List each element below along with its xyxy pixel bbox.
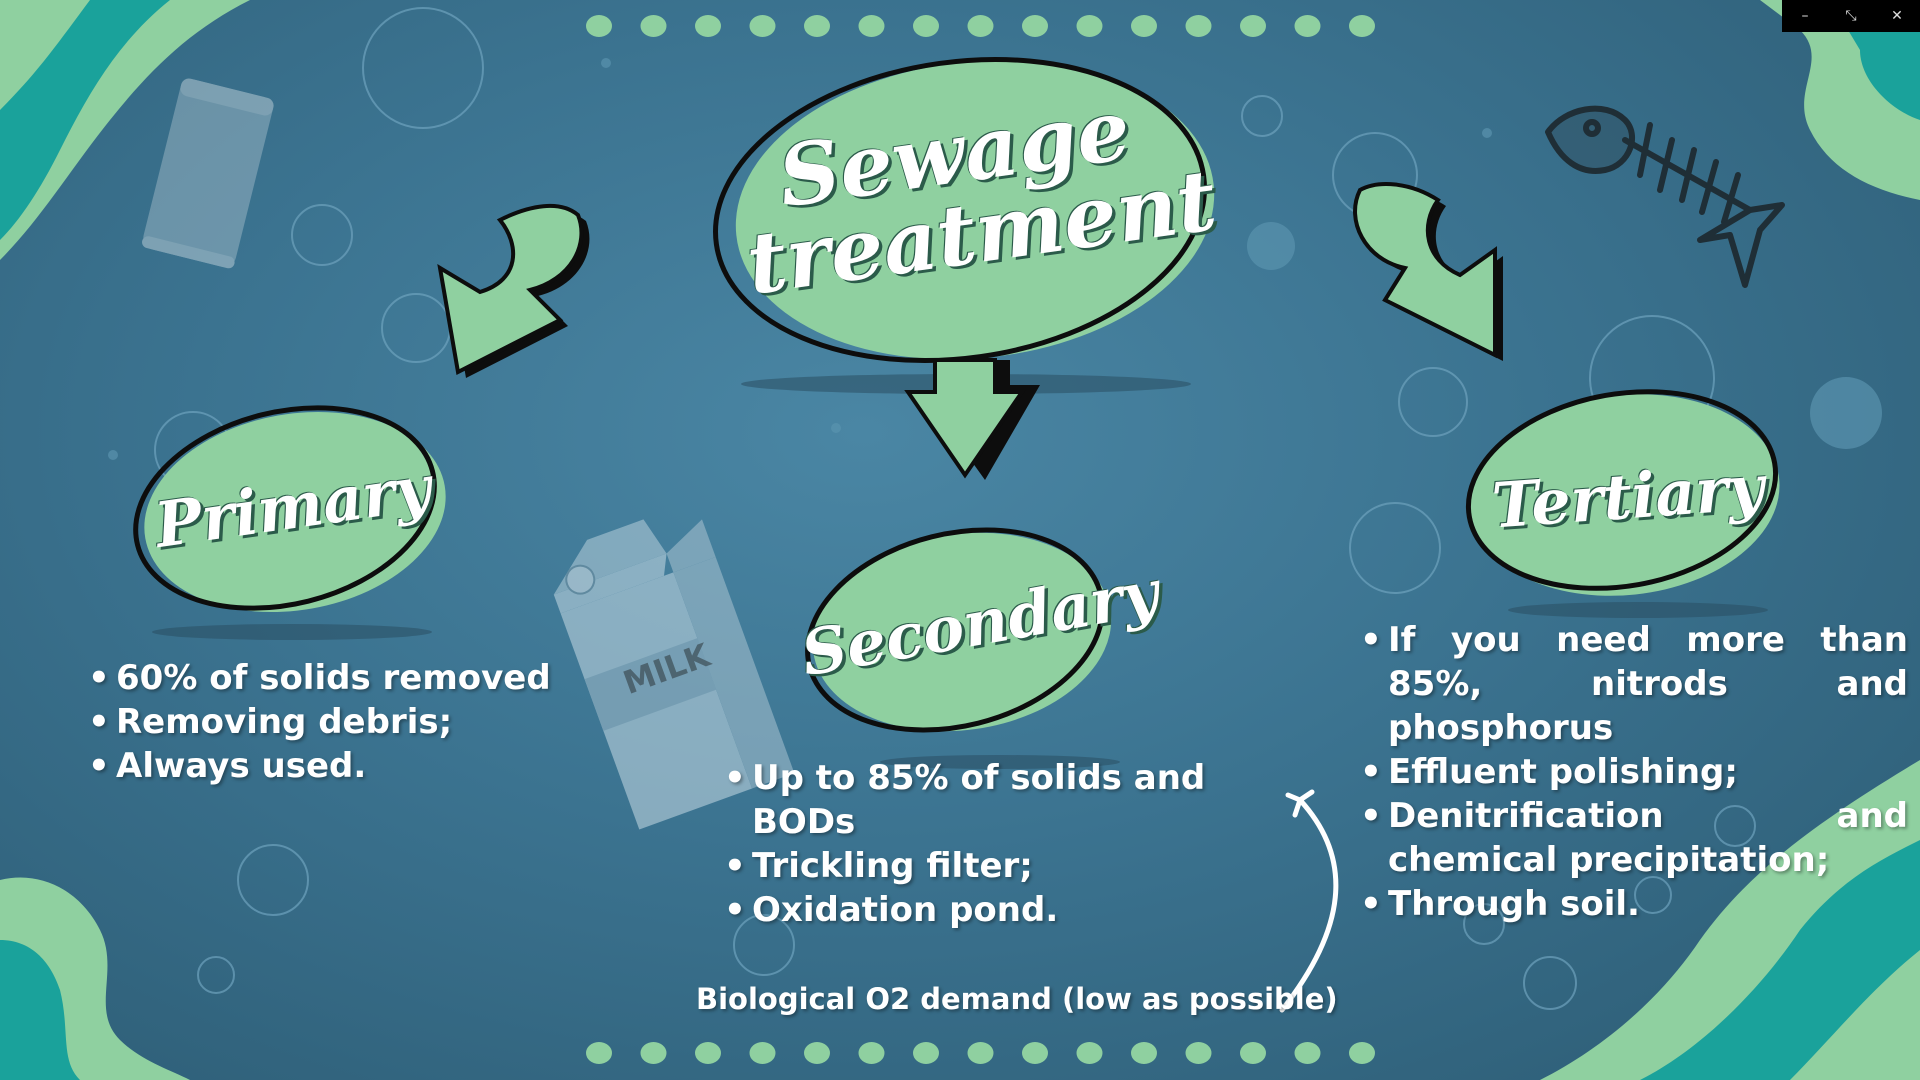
list-item: Up to 85% of solids and BODs	[724, 756, 1312, 844]
list-item: Trickling filter;	[724, 844, 1312, 888]
decor-dot	[695, 1042, 721, 1064]
decor-dot	[967, 15, 994, 37]
bod-note: Biological O2 demand (low as possible)	[696, 982, 1338, 1016]
list-item: Always used.	[88, 744, 586, 788]
minimize-button[interactable]: –	[1801, 8, 1809, 24]
decor-dot	[695, 15, 721, 37]
decor-dot	[858, 1042, 885, 1064]
decor-dot	[1185, 1042, 1212, 1064]
decor-dot	[1240, 1042, 1266, 1064]
decor-dot	[749, 1042, 776, 1064]
primary-bullets: 60% of solids removed Removing debris; A…	[88, 656, 586, 788]
decor-dot	[804, 1042, 830, 1064]
decor-dot	[913, 1042, 939, 1064]
arrow-left-icon	[437, 203, 590, 378]
list-item: If you need more than 85%, nitrods and p…	[1360, 618, 1908, 750]
tertiary-bullets: If you need more than 85%, nitrods and p…	[1360, 618, 1908, 926]
decor-dot	[1185, 15, 1212, 37]
decor-dot	[1076, 15, 1103, 37]
decor-dot	[1294, 1042, 1321, 1064]
window-controls: – ⤡ ✕	[1782, 0, 1920, 32]
decor-dot	[640, 15, 667, 37]
decor-dot	[1294, 15, 1321, 37]
decor-dot	[586, 15, 612, 37]
decor-dot	[749, 15, 776, 37]
decor-dot	[1022, 1042, 1048, 1064]
decor-dot	[586, 1042, 612, 1064]
arrow-right-icon	[1353, 182, 1503, 361]
list-item: 60% of solids removed	[88, 656, 586, 700]
decor-dot	[913, 15, 939, 37]
decor-dot	[1131, 1042, 1157, 1064]
decor-dot	[1076, 1042, 1103, 1064]
list-item: Through soil.	[1360, 882, 1908, 926]
arrow-down-icon	[904, 358, 1040, 480]
list-item: Removing debris;	[88, 700, 586, 744]
list-item: Oxidation pond.	[724, 888, 1312, 932]
list-item: Effluent polishing;	[1360, 750, 1908, 794]
decor-dot	[1349, 15, 1375, 37]
decor-dot	[804, 15, 830, 37]
decor-dot	[1349, 1042, 1375, 1064]
list-item: Denitrification and chemical precipitati…	[1360, 794, 1908, 882]
decor-dot	[1240, 15, 1266, 37]
secondary-bullets: Up to 85% of solids and BODs Trickling f…	[724, 756, 1312, 932]
decor-dot	[1022, 15, 1048, 37]
decor-dot	[1131, 15, 1157, 37]
decor-dot	[858, 15, 885, 37]
decor-dot	[640, 1042, 667, 1064]
close-button[interactable]: ✕	[1891, 8, 1903, 24]
decor-dot	[967, 1042, 994, 1064]
restore-button[interactable]: ⤡	[1845, 8, 1857, 24]
